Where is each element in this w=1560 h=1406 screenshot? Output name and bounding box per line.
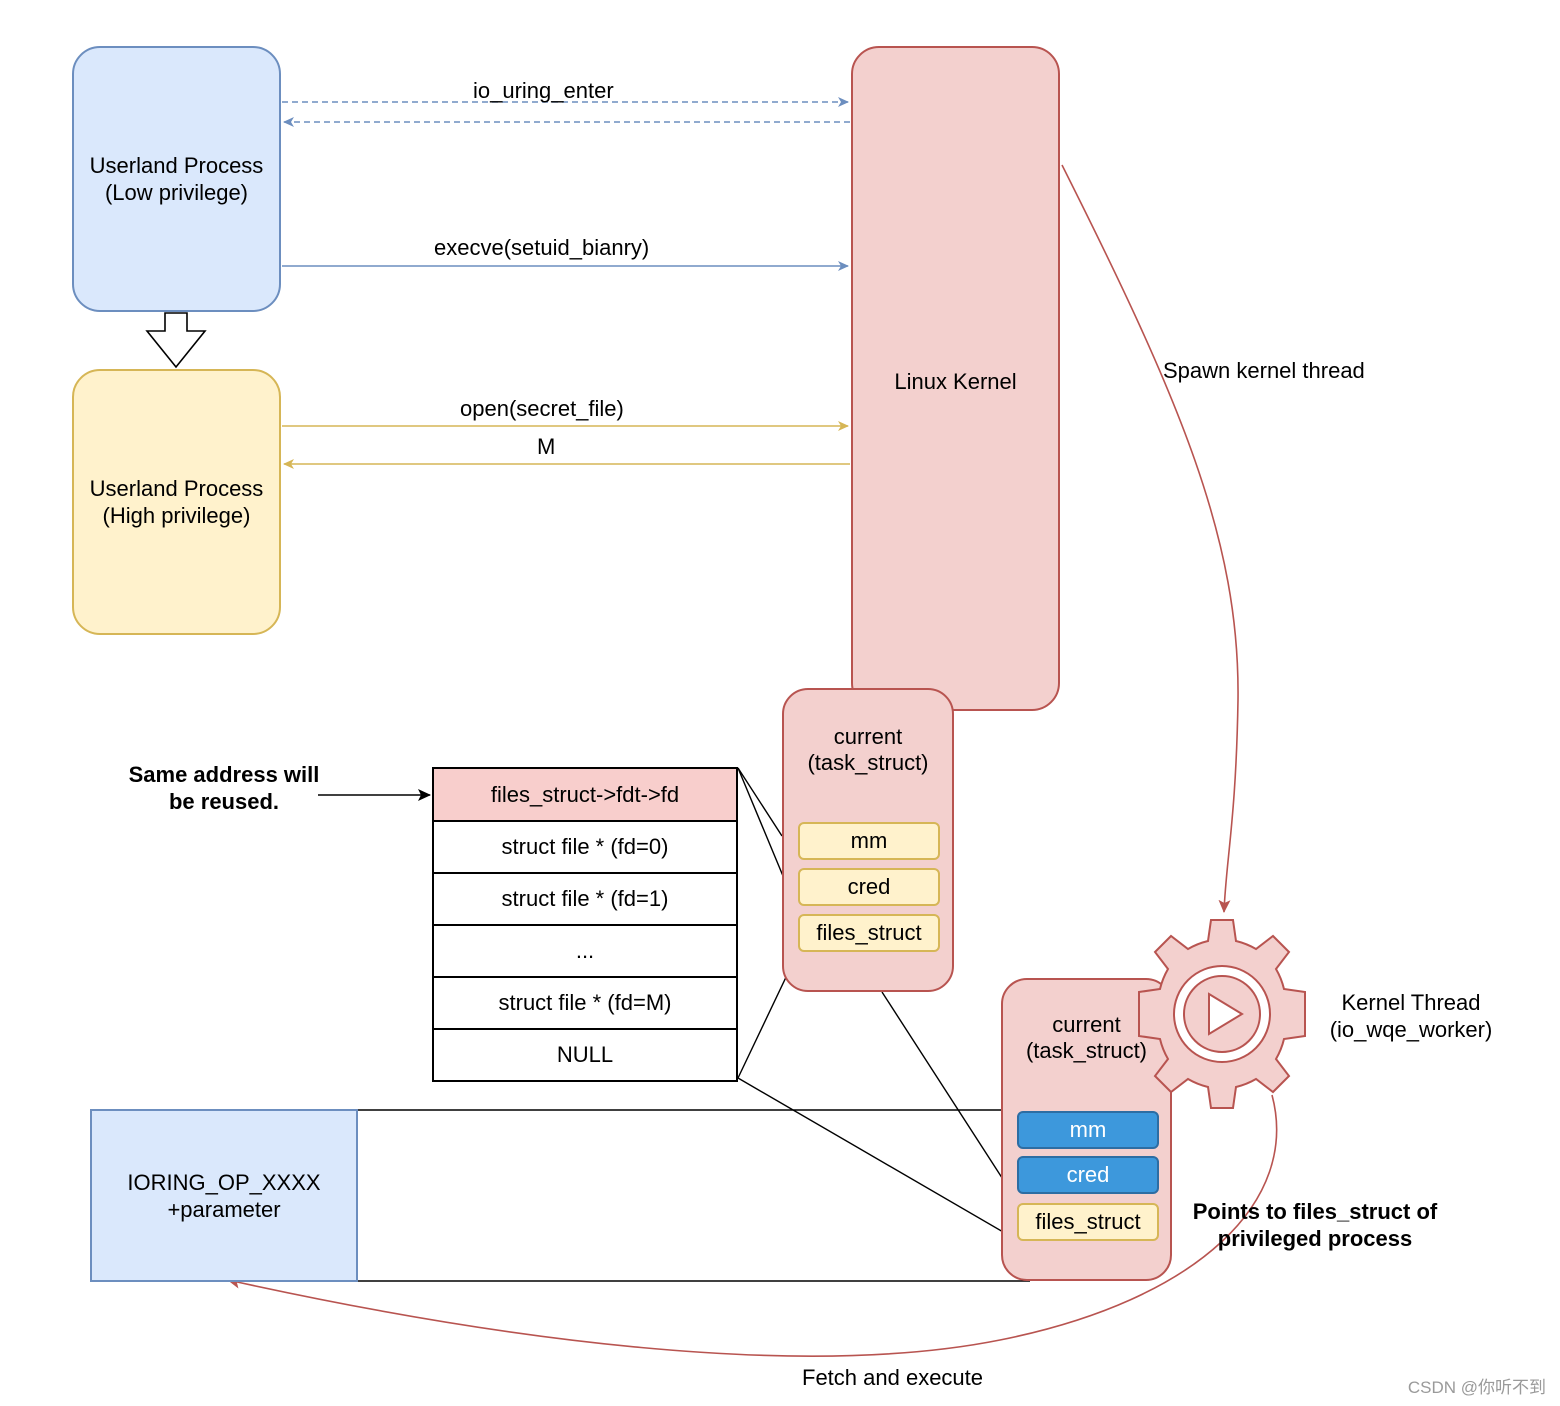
io-uring-enter-label: io_uring_enter (473, 78, 614, 103)
spawn-thread-arrow (1061, 164, 1239, 913)
userland-low-label: Userland Process (Low privilege) (89, 153, 264, 205)
fd-table-header: files_struct->fdt->fd (432, 767, 738, 822)
gear-play-icon (1138, 919, 1306, 1109)
linux-kernel: Linux Kernel (851, 46, 1060, 711)
fd-table-row: NULL (432, 1030, 738, 1082)
spawn-thread-label: Spawn kernel thread (1163, 358, 1365, 383)
task-field-mm: mm (798, 822, 940, 860)
fetch-execute-arrow (227, 1094, 1278, 1357)
kernel-task-field-cred: cred (1017, 1156, 1159, 1194)
linux-kernel-label: Linux Kernel (894, 369, 1017, 394)
open-label: open(secret_file) (460, 396, 624, 421)
fd-table-row: struct file * (fd=1) (432, 874, 738, 926)
execve-label: execve(setuid_bianry) (434, 235, 650, 260)
kernel-task-field-mm: mm (1017, 1111, 1159, 1149)
task-field-cred: cred (798, 868, 940, 906)
watermark: CSDN @你听不到 (1407, 1378, 1546, 1397)
privilege-transition-arrow (145, 312, 207, 369)
m-label: M (537, 434, 556, 459)
kernel-thread-task-struct: current (task_struct) mm cred files_stru… (1001, 978, 1172, 1281)
userland-process-low: Userland Process (Low privilege) (72, 46, 281, 312)
kernel-thread-label: Kernel Thread (io_wqe_worker) (1329, 990, 1493, 1042)
userland-high-label: Userland Process (High privilege) (89, 476, 264, 528)
fd-table-row: struct file * (fd=M) (432, 978, 738, 1030)
fd-table-row: ... (432, 926, 738, 978)
points-to-note: Points to files_struct of privileged pro… (1192, 1199, 1438, 1251)
task-field-files-struct: files_struct (798, 914, 940, 952)
task-struct-current: current (task_struct) mm cred files_stru… (782, 688, 954, 992)
kernel-task-struct-title: current (task_struct) (1025, 1012, 1148, 1063)
same-address-note: Same address will be reused. (128, 762, 320, 814)
kernel-task-field-files-struct: files_struct (1017, 1203, 1159, 1241)
fd-table: files_struct->fdt->fd struct file * (fd=… (432, 767, 738, 1082)
task-struct-title: current (task_struct) (807, 724, 929, 775)
fd-table-row: struct file * (fd=0) (432, 822, 738, 874)
ioring-op-box: IORING_OP_XXXX +parameter (90, 1109, 358, 1282)
fetch-execute-label: Fetch and execute (802, 1365, 984, 1390)
ioring-op-label: IORING_OP_XXXX +parameter (127, 1169, 321, 1222)
userland-process-high: Userland Process (High privilege) (72, 369, 281, 635)
